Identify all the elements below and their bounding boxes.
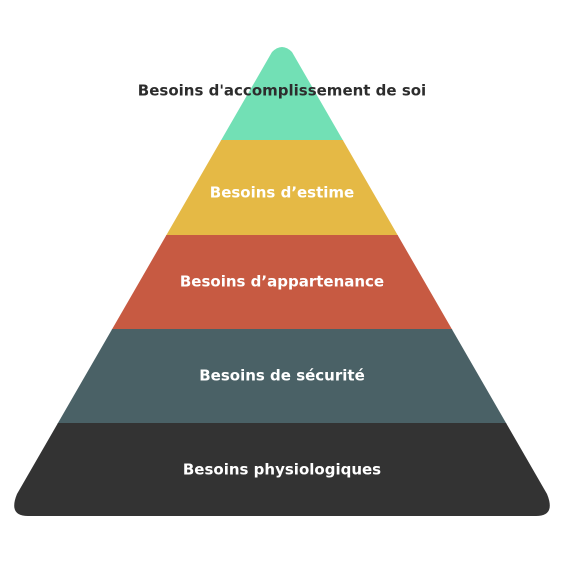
level-appartenance-label: Besoins d’appartenance — [180, 273, 384, 291]
level-physiologiques-label: Besoins physiologiques — [183, 461, 381, 479]
level-accomplissement-label: Besoins d'accomplissement de soi — [138, 82, 426, 100]
level-physiologiques-band — [14, 423, 550, 516]
level-securite-label: Besoins de sécurité — [199, 367, 365, 385]
level-securite-band — [14, 329, 550, 424]
level-estime-label: Besoins d’estime — [210, 184, 354, 202]
